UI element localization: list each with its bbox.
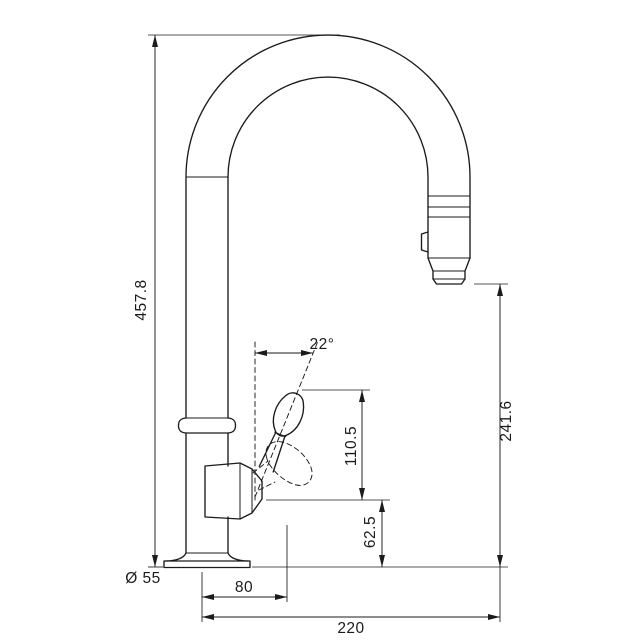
centerlines — [254, 341, 319, 503]
handle-knob-dashed — [265, 441, 313, 486]
dim-spout-height-label: 241.6 — [498, 400, 515, 441]
dim-overall-height: 457.8 — [133, 34, 340, 568]
handle-knob — [272, 392, 305, 437]
dim-handle-height: 110.5 — [266, 389, 390, 501]
dim-handle-height-label: 110.5 — [343, 426, 360, 466]
dim-handle-angle-label: 22° — [310, 336, 335, 353]
valve-body — [204, 462, 263, 520]
handle-lever-dashed-position — [252, 441, 313, 491]
base-plate — [163, 560, 251, 569]
handle-stem-junction — [274, 431, 287, 438]
faucet-outline — [185, 34, 471, 419]
base-flare-left — [165, 552, 187, 562]
dim-handle-offset-label: 80 — [235, 579, 253, 596]
base-flare-right — [227, 552, 249, 562]
dim-spout-height: 241.6 — [252, 283, 515, 568]
dim-base-diameter-label: Ø 55 — [125, 570, 161, 587]
dim-handle-angle: 22° — [255, 336, 335, 356]
dim-spout-reach-label: 220 — [337, 620, 364, 637]
dim-body-height-label: 62.5 — [362, 516, 379, 548]
handle-stem-left — [258, 432, 277, 468]
spray-nozzle-tip — [427, 257, 471, 285]
handle-stem-dashed-2 — [258, 481, 276, 491]
dim-body-height: 62.5 — [362, 500, 385, 567]
body-column — [177, 417, 237, 554]
dim-overall-height-label: 457.8 — [133, 279, 150, 320]
spray-button — [420, 231, 429, 253]
base-flange — [163, 552, 251, 569]
gooseneck-inner-profile — [227, 76, 429, 419]
dim-handle-offset: 80 — [201, 525, 288, 622]
collar-bead — [177, 417, 237, 434]
dim-base-diameter: Ø 55 — [125, 570, 161, 587]
handle-stem-dashed-1 — [252, 460, 269, 474]
handle-axis-line — [254, 341, 319, 498]
valve-outline — [204, 462, 263, 520]
dim-spout-reach: 220 — [202, 567, 501, 637]
spray-head — [420, 195, 471, 285]
